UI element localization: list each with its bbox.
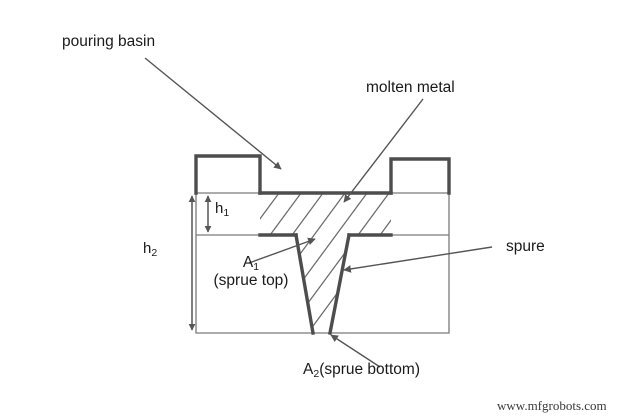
label-pouring-basin: pouring basin [62,33,156,50]
leader-lines [144,57,493,368]
mold-body-outline [195,192,450,334]
label-h1-symbol: h [215,200,224,217]
watermark: www.mfgrobots.com [497,398,607,413]
leader-a2 [330,334,381,368]
label-spure: spure [506,238,545,255]
leader-spure [343,246,493,273]
label-a2-caption: (sprue bottom) [319,361,420,378]
leader-pouring-basin [144,57,282,170]
label-h2-subscript: 2 [151,247,158,259]
label-a2-symbol: A [303,361,314,378]
label-h2-symbol: h [143,240,152,257]
label-a1-symbol: A [242,254,254,271]
label-a1-subscript: 1 [253,261,260,273]
label-molten-metal: molten metal [366,79,455,96]
label-a2-group: A2(sprue bottom) [303,361,420,380]
leader-molten-metal [343,98,424,203]
label-h2: h2 [143,240,158,259]
label-h1-subscript: 1 [223,207,230,219]
label-a1-group: A1 (sprue top) [199,254,303,290]
leader-a1 [248,237,316,264]
label-h1: h1 [215,200,230,219]
label-a1: A1 [199,254,303,273]
label-a2-subscript: 2 [313,368,320,380]
label-a1-caption: (sprue top) [213,271,289,289]
cavity-boundary [194,154,451,335]
